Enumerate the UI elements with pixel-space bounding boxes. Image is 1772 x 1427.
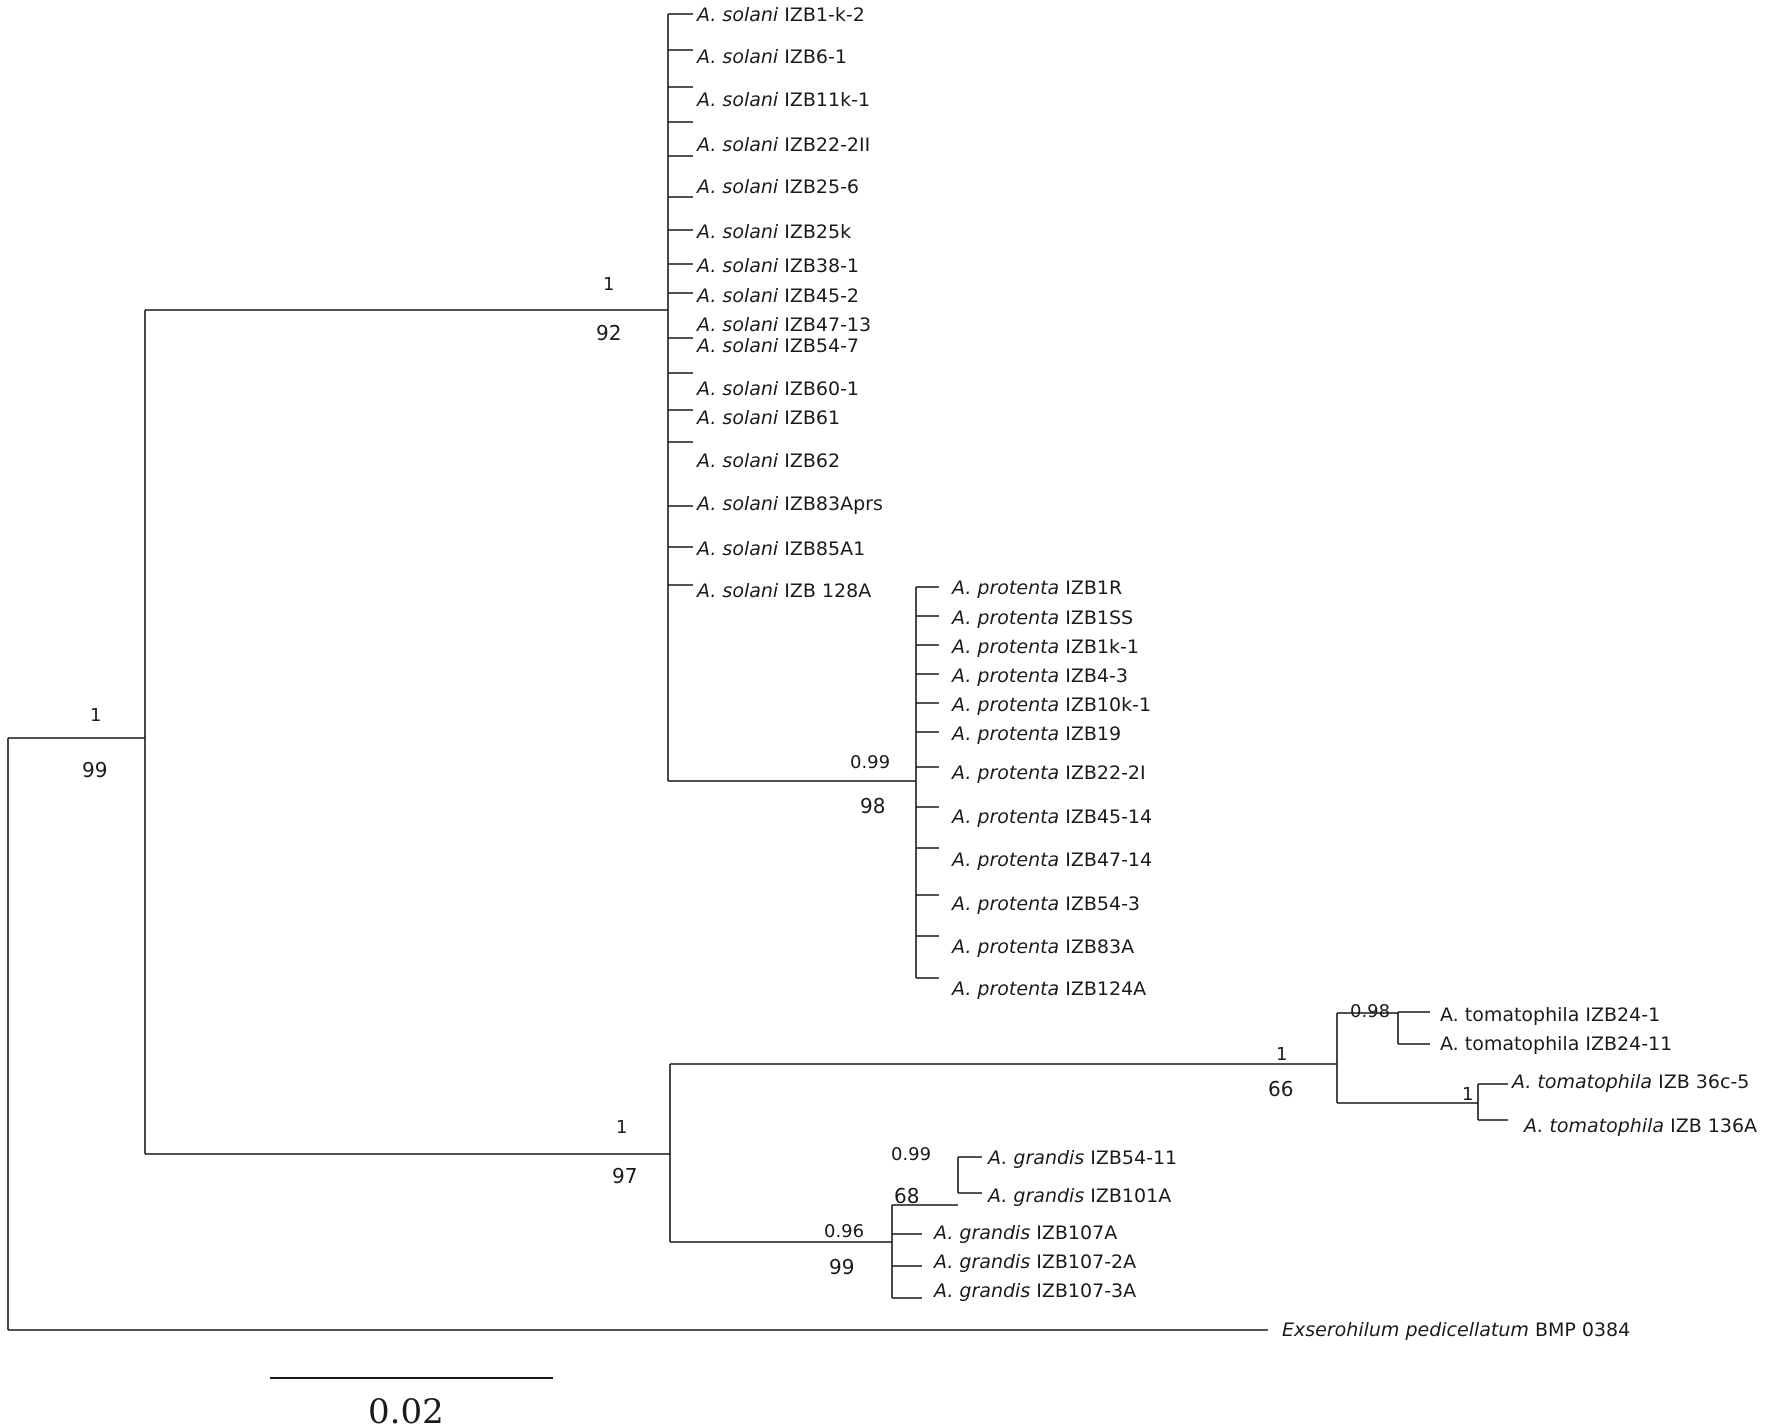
- taxon-label: A. solani IZB83Aprs: [695, 493, 883, 515]
- taxon-label: A. tomatophila IZB 136A: [1522, 1115, 1757, 1137]
- taxon-label: A. protenta IZB22-2I: [950, 762, 1146, 784]
- bootstrap-label: 92: [596, 321, 621, 345]
- taxon-label: A. solani IZB1-k-2: [695, 4, 865, 26]
- taxon-label: A. solani IZB54-7: [695, 335, 859, 357]
- posterior-label: 1: [603, 274, 614, 295]
- grandis-tip-labels: A. grandis IZB54-11 A. grandis IZB101A A…: [932, 1147, 1177, 1302]
- solani-tip-labels: A. solani IZB1-k-2 A. solani IZB6-1 A. s…: [695, 4, 883, 602]
- outgroup-label: Exserohilum pedicellatum BMP 0384: [1282, 1319, 1630, 1341]
- taxon-label: A. protenta IZB83A: [950, 936, 1134, 958]
- posterior-label: 1: [1462, 1084, 1473, 1105]
- taxon-label: A. tomatophila IZB24-1: [1440, 1004, 1660, 1026]
- taxon-label: A. protenta IZB1R: [950, 577, 1122, 599]
- taxon-label: A. protenta IZB1k-1: [950, 636, 1139, 658]
- taxon-label: A. protenta IZB45-14: [950, 806, 1152, 828]
- posterior-label: 0.99: [850, 752, 890, 773]
- bootstrap-label: 66: [1268, 1077, 1293, 1101]
- protenta-tip-labels: A. protenta IZB1R A. protenta IZB1SS A. …: [950, 577, 1152, 1000]
- solani-tip-branches: [668, 13, 693, 586]
- taxon-label: A. solani IZB47-13: [695, 314, 871, 336]
- bootstrap-label: 97: [612, 1164, 637, 1188]
- posterior-label: 0.99: [891, 1144, 931, 1165]
- taxon-label: A. grandis IZB54-11: [986, 1147, 1177, 1169]
- taxon-label: A. tomatophila IZB 36c-5: [1510, 1071, 1749, 1093]
- taxon-label: A. solani IZB45-2: [695, 285, 859, 307]
- taxon-label: A. solani IZB22-2II: [695, 134, 870, 156]
- tomatophila-tip-labels: A. tomatophila IZB24-1 A. tomatophila IZ…: [1440, 1004, 1757, 1137]
- taxon-label: A. protenta IZB124A: [950, 978, 1146, 1000]
- posterior-label: 0.98: [1350, 1001, 1390, 1022]
- taxon-label: A. solani IZB 128A: [695, 580, 871, 602]
- bootstrap-label: 99: [829, 1255, 854, 1279]
- taxon-label: A. solani IZB11k-1: [695, 89, 870, 111]
- taxon-label: A. protenta IZB47-14: [950, 849, 1152, 871]
- bootstrap-label: 99: [82, 758, 107, 782]
- taxon-label: A. protenta IZB19: [950, 723, 1121, 745]
- taxon-label: A. protenta IZB1SS: [950, 607, 1133, 629]
- taxon-label: A. grandis IZB107A: [932, 1222, 1117, 1244]
- bootstrap-label: 98: [860, 794, 885, 818]
- taxon-label: A. solani IZB62: [695, 450, 840, 472]
- taxon-label: A. tomatophila IZB24-11: [1440, 1033, 1672, 1055]
- bootstrap-label: 68: [894, 1184, 919, 1208]
- posterior-label: 1: [1276, 1044, 1287, 1065]
- posterior-label: 1: [90, 705, 101, 726]
- taxon-label: A. solani IZB85A1: [695, 538, 865, 560]
- scale-bar-label: 0.02: [368, 1392, 444, 1427]
- taxon-label: A. solani IZB61: [695, 407, 840, 429]
- protenta-tip-branches: [916, 586, 939, 979]
- scale-bar: 0.02: [270, 1377, 553, 1427]
- taxon-label: A. grandis IZB107-3A: [932, 1280, 1136, 1302]
- taxon-label: A. grandis IZB101A: [986, 1185, 1171, 1207]
- node-supports: 1 99 1 92 0.99 98 1 97 1 66 0.98 1 0.96 …: [82, 274, 1473, 1279]
- posterior-label: 1: [616, 1117, 627, 1138]
- taxon-label: A. solani IZB6-1: [695, 46, 847, 68]
- taxon-label: A. protenta IZB10k-1: [950, 694, 1151, 716]
- taxon-label: A. grandis IZB107-2A: [932, 1251, 1136, 1273]
- taxon-label: A. protenta IZB54-3: [950, 893, 1140, 915]
- posterior-label: 0.96: [824, 1221, 864, 1242]
- taxon-label: A. solani IZB25k: [695, 221, 851, 243]
- taxon-label: A. solani IZB60-1: [695, 378, 859, 400]
- taxon-label: A. solani IZB25-6: [695, 176, 859, 198]
- taxon-label: A. protenta IZB4-3: [950, 665, 1128, 687]
- taxon-label: A. solani IZB38-1: [695, 255, 859, 277]
